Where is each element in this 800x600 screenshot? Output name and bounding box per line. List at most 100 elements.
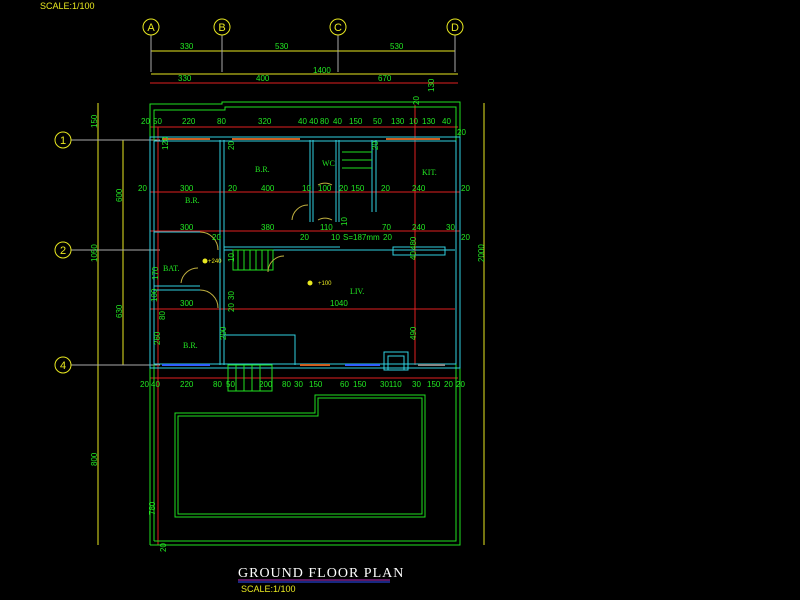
dimension-text: 1050: [90, 244, 99, 262]
dimension-text: 20: [300, 233, 309, 242]
dimension-text: S=187mm: [343, 233, 380, 242]
dimension-text: 20: [228, 184, 237, 193]
dimension-text: 400: [261, 184, 275, 193]
dimension-text: 10: [340, 217, 349, 226]
red-dimension-lines: [150, 82, 460, 545]
level-mark: +100: [318, 281, 332, 287]
dimension-text: 70: [382, 223, 391, 232]
dimension-text: 50: [153, 117, 162, 126]
dimension-text: 150: [90, 114, 99, 128]
pool-outline: [174, 394, 426, 518]
dimension-text: 320: [258, 117, 272, 126]
room-label: B.R.: [183, 341, 198, 350]
dimension-text: 20: [381, 184, 390, 193]
dimension-text: 260: [153, 331, 162, 345]
room-label: BAT.: [163, 264, 180, 273]
dimension-text: 600: [115, 188, 124, 202]
dimension-text: 60: [340, 380, 349, 389]
dimension-text: 330: [180, 42, 194, 51]
dimension-text: 20: [444, 380, 453, 389]
dimension-text: 40: [409, 251, 418, 260]
site-boundary: [149, 101, 461, 546]
dimension-text: 40: [333, 117, 342, 126]
dimension-text: 1400: [313, 66, 331, 75]
grid-column-label: B: [218, 22, 225, 34]
dimension-text: 200: [259, 380, 273, 389]
dimension-text: 20: [141, 117, 150, 126]
dimension-text: 330: [178, 74, 192, 83]
dimension-text: 150: [427, 380, 441, 389]
dimension-text: 120: [161, 136, 170, 150]
dimension-text: 240: [412, 223, 426, 232]
level-marker-icon: [202, 258, 208, 264]
dimension-text: 170: [151, 266, 160, 280]
dimension-text: 20: [227, 303, 236, 312]
dimension-text: 80: [158, 311, 167, 320]
dimension-text: 10: [227, 253, 236, 262]
dimension-text: 20: [159, 543, 168, 552]
dimension-text: 490: [409, 326, 418, 340]
room-label: B.R.: [255, 165, 270, 174]
dimension-text: 1040: [330, 299, 348, 308]
dimension-text: 150: [349, 117, 363, 126]
windows: [162, 138, 445, 366]
dimension-text: 30: [294, 380, 303, 389]
dimension-text: 480: [409, 236, 418, 250]
dimension-text: 20: [383, 233, 392, 242]
room-label: B.R.: [185, 196, 200, 205]
dimension-text: 50: [226, 380, 235, 389]
dimension-text: 380: [261, 223, 275, 232]
dimension-text: 400: [256, 74, 270, 83]
dimension-text: 20: [457, 128, 466, 137]
dimension-text: 20: [140, 380, 149, 389]
dimension-text: 530: [390, 42, 404, 51]
dimension-text: 130: [427, 78, 436, 92]
dimension-text: 40: [442, 117, 451, 126]
dimension-text: 800: [90, 452, 99, 466]
axis-dimension-lines: [97, 50, 485, 545]
dimension-text: 50: [373, 117, 382, 126]
dimension-text: 20: [461, 233, 470, 242]
dimension-text: 530: [275, 42, 289, 51]
dimension-text: 40: [151, 380, 160, 389]
grid-row-label: 2: [60, 245, 66, 257]
dimension-text: 30: [227, 291, 236, 300]
dimension-text: 20: [461, 184, 470, 193]
top-scale-label: SCALE:1/100: [40, 1, 95, 11]
dimension-text: 200: [219, 326, 228, 340]
dimension-text: 220: [180, 380, 194, 389]
dimension-text: 220: [182, 117, 196, 126]
grid-column-label: C: [334, 22, 342, 34]
drawing-title: GROUND FLOOR PLAN: [238, 566, 404, 581]
dimension-text: 300: [180, 223, 194, 232]
dimension-text: 780: [148, 501, 157, 515]
grid-row-label: 4: [60, 360, 66, 372]
dimension-text: 80: [282, 380, 291, 389]
dimension-text: 10: [331, 233, 340, 242]
dimension-text: 300: [180, 184, 194, 193]
dimension-text: 80: [213, 380, 222, 389]
room-label: WC: [322, 159, 335, 168]
dimension-text: 20: [371, 141, 380, 150]
room-label: KIT.: [422, 168, 437, 177]
dimension-text: 30: [412, 380, 421, 389]
dimension-text: 40 40: [298, 117, 319, 126]
grid-lines: [71, 35, 456, 366]
dimension-text: 110: [320, 223, 333, 232]
room-label: LIV.: [350, 287, 364, 296]
dimension-text: 20: [339, 184, 348, 193]
dimension-text: 80: [217, 117, 226, 126]
dimension-text: 300: [180, 299, 194, 308]
dimension-text: 10: [302, 184, 311, 193]
dimension-text: 150: [309, 380, 323, 389]
dimension-text: 10: [409, 117, 418, 126]
dimension-text: 30: [446, 223, 455, 232]
dimension-text: 20: [212, 233, 221, 242]
level-marker-icon: [307, 280, 313, 286]
door-swings: [180, 182, 333, 309]
stairs: [227, 151, 372, 392]
dimension-text: 30110: [380, 380, 402, 389]
grid-column-label: D: [451, 22, 459, 34]
dimension-text: 2000: [477, 244, 486, 262]
